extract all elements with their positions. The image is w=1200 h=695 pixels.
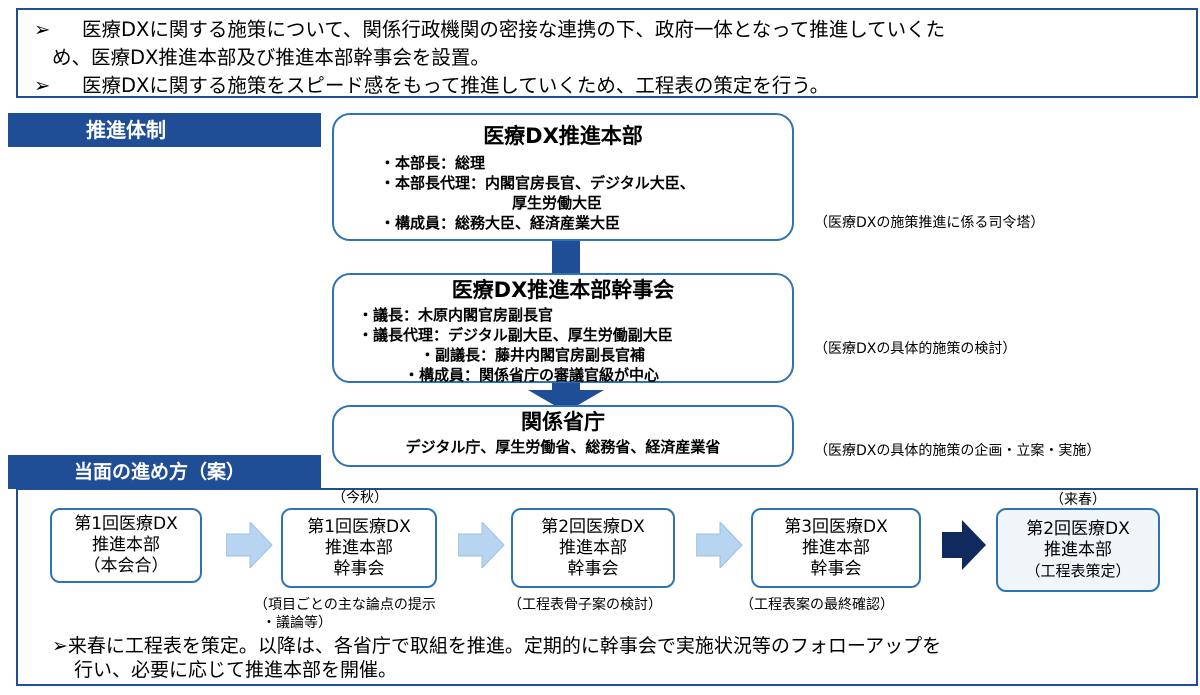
secretariat-item: ・議長：木原内閣官房副長官 [358, 306, 554, 324]
plan-frame [16, 488, 1198, 686]
structure-header: 推進体制 [8, 113, 321, 147]
secretariat-item: ・議長代理：デジタル副大臣、厚生労働副大臣 [358, 326, 673, 344]
secretariat-box: 医療DX推進本部幹事会 ・議長：木原内閣官房副長官 ・議長代理：デジタル副大臣、… [332, 273, 794, 384]
bullet-arrow-icon: ➢ [34, 74, 51, 97]
season-spring: （来春） [1050, 492, 1106, 508]
headquarters-item: 厚生労働大臣 [512, 194, 603, 212]
step-note: ・議論等） [262, 615, 332, 631]
headquarters-item: ・本部長代理：内閣官房長官、デジタル大臣、 [380, 174, 695, 192]
step-note: （工程表案の最終確認） [740, 597, 894, 613]
ministries-box: 関係省庁 デジタル庁、厚生労働省、総務省、経済産業省 [332, 405, 794, 467]
step-hq-meeting-2: 第2回医療DX 推進本部 （工程表策定） [996, 508, 1160, 592]
secretariat-note: （医療DXの具体的施策の検討） [814, 341, 1017, 357]
ministries-note: （医療DXの具体的施策の企画・立案・実施） [814, 443, 1101, 459]
ministries-item: デジタル庁、厚生労働省、総務省、経済産業省 [405, 438, 721, 456]
right-arrow-icon [226, 522, 273, 568]
plan-summary-line-2: 行い、必要に応じて推進本部を開催。 [74, 659, 398, 681]
bullet-arrow-icon: ➢ [34, 18, 51, 41]
plan-header: 当面の進め方（案） [8, 455, 321, 489]
step-note: （工程表骨子案の検討） [508, 597, 662, 613]
headquarters-item: ・構成員：総務大臣、経済産業大臣 [380, 214, 621, 232]
down-arrow-icon [528, 382, 604, 412]
season-autumn: （今秋） [332, 490, 388, 506]
headquarters-box: 医療DX推進本部 ・本部長：総理 ・本部長代理：内閣官房長官、デジタル大臣、 厚… [332, 113, 794, 241]
connector-bar [552, 240, 580, 274]
step-hq-meeting-1: 第1回医療DX 推進本部 （本会合） [50, 508, 202, 583]
step-secretariat-meeting-1: 第1回医療DX 推進本部 幹事会 [281, 508, 437, 588]
step-note: （項目ごとの主な論点の提示 [254, 597, 436, 613]
headquarters-note: （医療DXの施策推進に係る司令塔） [814, 215, 1045, 231]
right-arrow-icon [696, 522, 743, 568]
step-secretariat-meeting-3: 第3回医療DX 推進本部 幹事会 [751, 508, 921, 588]
secretariat-item: ・副議長：藤井内閣官房副長官補 [420, 346, 646, 364]
intro-box: ➢ 医療DXに関する施策について、関係行政機関の密接な連携の下、政府一体となって… [16, 8, 1198, 98]
headquarters-item: ・本部長：総理 [380, 154, 486, 172]
step-secretariat-meeting-2: 第2回医療DX 推進本部 幹事会 [511, 508, 675, 588]
intro-line-1-cont: め、医療DX推進本部及び推進本部幹事会を設置。 [52, 46, 490, 69]
intro-line-1: ➢ 医療DXに関する施策について、関係行政機関の密接な連携の下、政府一体となって… [30, 16, 1184, 44]
secretariat-item: ・構成員：関係省庁の審議官級が中心 [404, 366, 660, 384]
intro-line-2: ➢ 医療DXに関する施策をスピード感をもって推進していくため、工程表の策定を行う… [30, 72, 1184, 100]
secretariat-title: 医療DX推進本部幹事会 [451, 278, 675, 302]
right-arrow-icon [458, 522, 505, 568]
headquarters-title: 医療DX推進本部 [483, 124, 643, 148]
plan-summary-line-1: ➢来春に工程表を策定。以降は、各省庁で取組を推進。定期的に幹事会で実施状況等のフ… [52, 635, 942, 657]
right-arrow-icon [942, 520, 986, 570]
ministries-title: 関係省庁 [521, 410, 605, 434]
